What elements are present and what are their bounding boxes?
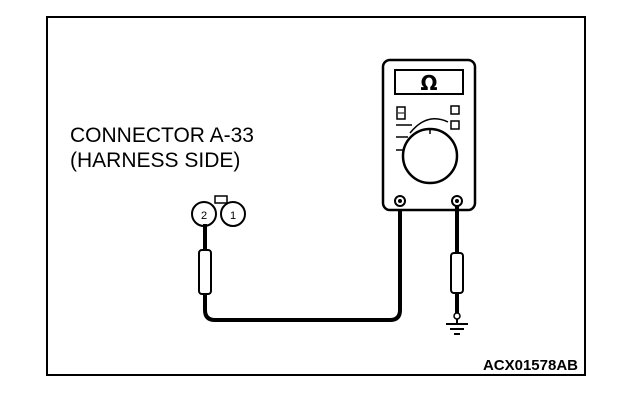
connector-subtitle: (HARNESS SIDE) xyxy=(70,149,240,172)
ohm-icon: Ω xyxy=(420,71,437,95)
mode-button-2 xyxy=(450,120,460,130)
connector-pin-1 xyxy=(220,201,246,227)
multimeter-display xyxy=(394,69,464,95)
diagram-frame xyxy=(46,16,586,376)
selector-dial xyxy=(401,127,459,185)
connector-title: CONNECTOR A-33 xyxy=(70,124,254,147)
ground-icon xyxy=(446,312,468,335)
probe-left xyxy=(198,224,212,295)
connector-a33: 2 1 xyxy=(191,195,246,227)
mode-button-1 xyxy=(450,105,460,115)
figure-code: ACX01578AB xyxy=(483,357,578,374)
test-lead-wire xyxy=(203,200,402,322)
pin-1-label: 1 xyxy=(230,210,236,222)
probe-right xyxy=(450,206,464,313)
pin-2-label: 2 xyxy=(201,210,207,222)
connector-lock-tab xyxy=(214,195,228,204)
multimeter: Ω xyxy=(381,58,477,212)
